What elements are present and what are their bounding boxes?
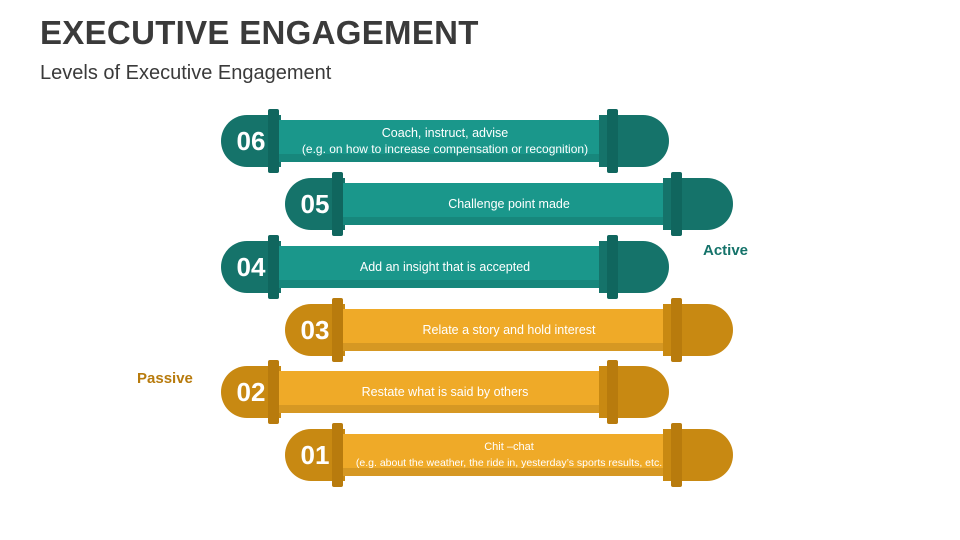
level-text: Relate a story and hold interest bbox=[422, 323, 596, 337]
slide-title: EXECUTIVE ENGAGEMENT bbox=[40, 14, 479, 51]
level-text: Restate what is said by others bbox=[361, 385, 529, 399]
level-number: 04 bbox=[236, 252, 266, 282]
level-label: Challenge point made bbox=[343, 183, 675, 225]
level-number: 03 bbox=[300, 315, 330, 345]
level-number: 06 bbox=[236, 126, 266, 156]
level-text: Chit –chat bbox=[484, 441, 534, 453]
level-number: 01 bbox=[300, 440, 330, 470]
level-number: 05 bbox=[300, 189, 330, 219]
level-03-bar: 03 Relate a story and hold interest bbox=[285, 298, 733, 362]
level-02-bar: 02 Restate what is said by others bbox=[221, 360, 669, 424]
level-text: Add an insight that is accepted bbox=[359, 260, 531, 274]
level-01-bar: 01 Chit –chat (e.g. about the weather, t… bbox=[285, 423, 733, 487]
level-label: Add an insight that is accepted bbox=[279, 246, 611, 288]
level-label: Chit –chat (e.g. about the weather, the … bbox=[343, 434, 675, 476]
level-label: Relate a story and hold interest bbox=[343, 309, 675, 351]
passive-label: Passive bbox=[137, 370, 193, 387]
slide-subtitle: Levels of Executive Engagement bbox=[40, 62, 332, 84]
level-label: Coach, instruct, advise (e.g. on how to … bbox=[279, 120, 611, 162]
level-06-bar: 06 Coach, instruct, advise (e.g. on how … bbox=[221, 109, 669, 173]
level-label: Restate what is said by others bbox=[279, 371, 611, 413]
level-04-bar: 04 Add an insight that is accepted bbox=[221, 235, 669, 299]
active-label: Active bbox=[703, 242, 749, 259]
level-subtext: (e.g. on how to increase compensation or… bbox=[301, 142, 589, 156]
level-subtext: (e.g. about the weather, the ride in, ye… bbox=[355, 457, 663, 469]
level-05-bar: 05 Challenge point made bbox=[285, 172, 733, 236]
level-text: Challenge point made bbox=[448, 197, 570, 211]
level-number: 02 bbox=[236, 377, 266, 407]
level-text: Coach, instruct, advise bbox=[381, 126, 509, 140]
